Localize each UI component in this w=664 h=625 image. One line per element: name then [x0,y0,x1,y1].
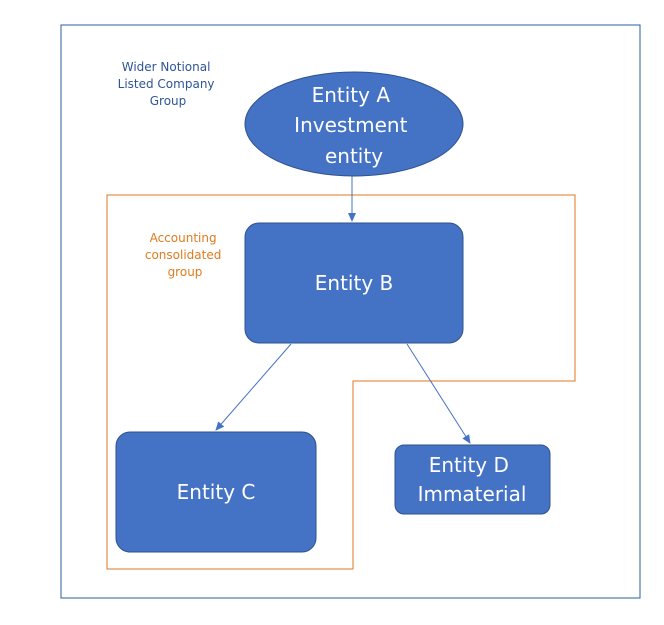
entity-b-node: Entity B [244,222,464,344]
arrow-b-to-d [406,343,471,444]
svg-text:Entity B: Entity B [315,271,393,295]
wider-group-label-line: Wider Notional [122,60,211,74]
entity-d-label-line: Entity D [429,453,509,477]
entity-b-label: Entity B [315,271,393,295]
svg-text:Entity D Immaterial: Entity D Immaterial [418,453,527,506]
entity-c-node: Entity C [115,431,317,553]
accounting-group-boundary [106,194,576,570]
entity-a-node: Entity A Investment entity [244,71,464,177]
arrow-b-to-c [215,343,292,431]
accounting-group-label-line: consolidated [145,248,221,262]
svg-text:Entity C: Entity C [177,480,256,504]
entity-a-label-line: entity [325,144,383,168]
wider-group-frame [60,24,641,599]
accounting-group-label-line: group [168,265,203,279]
svg-text:Entity A Investment: Entity A Investment entity [294,83,414,168]
entity-a-label-line: Entity A [312,83,391,107]
wider-group-label: Wider Notional Listed Company Group [118,60,219,108]
entity-d-label-line: Immaterial [418,482,527,506]
entity-a-label-line: Investment [294,113,407,137]
wider-group-label-line: Listed Company [118,77,215,91]
accounting-group-label: Accounting consolidated group [145,231,225,279]
entity-d-node: Entity D Immaterial [394,444,551,515]
wider-group-label-line: Group [150,94,187,108]
entity-c-label: Entity C [177,480,256,504]
accounting-group-label-line: Accounting [150,231,217,245]
